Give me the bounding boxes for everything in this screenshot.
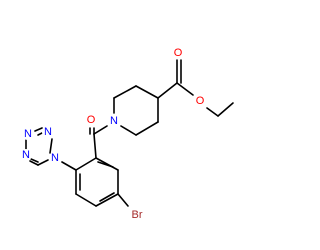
atom-label-tetrazole-n3: N — [24, 128, 32, 140]
atom-label-oxygen-ester: O — [196, 95, 205, 107]
bond-pip-c4-c3 — [135, 85, 159, 99]
bond-bz-c3-c4 — [75, 193, 97, 207]
atom-label-nitrogen-piperidine: N — [110, 115, 118, 127]
atom-label-tetrazole-n4: N — [22, 149, 30, 161]
atom-oxygen-amide: O — [85, 114, 97, 126]
atom-oxygen-carbonyl-ester: O — [172, 47, 184, 59]
bond-bz-c1-c2 — [75, 157, 97, 171]
atom-label-oxygen-carbonyl-ester: O — [174, 47, 183, 59]
bond-tz-inner-2 — [30, 158, 39, 163]
atom-labels: O O N O Br N N N — [20, 47, 206, 224]
bond-bz-inner-3 — [97, 161, 114, 168]
bonds — [25, 59, 234, 207]
bond-bz-inner-2 — [99, 192, 115, 202]
atom-oxygen-ester: O — [194, 95, 206, 107]
bond-pip-n-c6 — [120, 125, 137, 136]
bond-bz-c6-c1 — [95, 157, 119, 171]
bond-oxygen-carbonyl-carbon — [176, 82, 194, 96]
atom-tetrazole-n3: N — [22, 128, 34, 140]
atom-label-bromine: Br — [132, 209, 143, 221]
atom-tetrazole-n2: N — [42, 126, 54, 138]
bond-carbonyl-c-piperidine-c4 — [157, 82, 178, 99]
bond-pip-c6-c5 — [135, 121, 159, 136]
molecule-diagram: O O N O Br N N N — [20, 47, 234, 224]
atom-label-tetrazole-n2: N — [44, 126, 52, 138]
bond-bz-c2-tetrazole-n1 — [61, 161, 77, 171]
bond-ethyl-c1-c2 — [217, 102, 234, 117]
atom-tetrazole-n1: N — [49, 152, 61, 164]
bond-tz-c5-n1 — [37, 159, 49, 166]
atom-nitrogen-piperidine: N — [108, 115, 120, 127]
atom-label-tetrazole-n1: N — [51, 152, 59, 164]
bond-n-amide-carbon — [93, 125, 108, 135]
bond-amide-c-benzene-c1 — [93, 133, 97, 159]
bond-bz-c4-c5 — [95, 193, 119, 207]
atom-bromine: Br — [128, 206, 146, 224]
bond-tz-n2-n3 — [34, 127, 43, 132]
bond-ethyl-c2-oxygen — [206, 107, 219, 117]
bond-pip-c3-c2 — [113, 85, 137, 99]
bond-bz-c5-bromine — [117, 193, 129, 207]
atom-tetrazole-n4: N — [20, 149, 32, 161]
atom-label-oxygen-amide: O — [87, 114, 96, 126]
bond-tz-n4-c5 — [29, 160, 39, 166]
bond-tz-n1-n2 — [49, 138, 53, 154]
